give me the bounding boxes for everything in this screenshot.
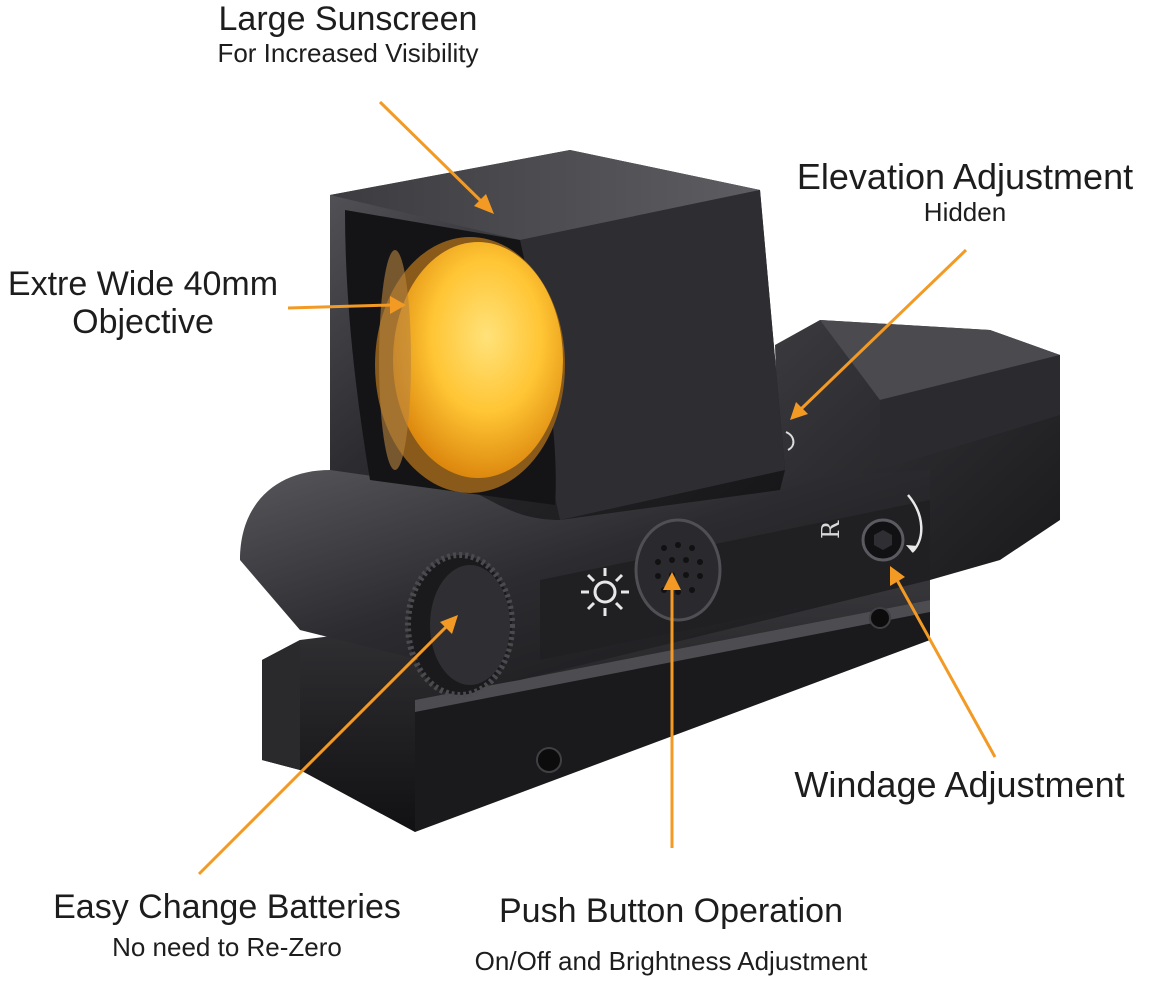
callout-subtitle: Hidden <box>923 197 1007 227</box>
callout-subtitle: For Increased Visibility <box>217 38 479 68</box>
callout-objective: Extre Wide 40mm Objective <box>0 265 286 341</box>
callout-push-button: Push Button Operation On/Off and Brightn… <box>440 892 902 976</box>
callout-windage: Windage Adjustment <box>772 765 1147 805</box>
objective-lens <box>345 210 565 505</box>
callout-title-line2: Objective <box>72 303 214 341</box>
engraved-letter: R <box>817 520 845 539</box>
arrow-sunscreen <box>378 100 486 206</box>
push-button-icon <box>634 518 722 622</box>
brightness-sun-icon <box>581 568 629 616</box>
hex-screw-icon <box>861 518 905 562</box>
arrow-objective <box>287 303 393 310</box>
callout-title-line1: Extre Wide 40mm <box>7 265 279 303</box>
battery-compartment-dial <box>405 552 515 698</box>
arrow-windage <box>895 579 997 758</box>
callout-title: Windage Adjustment <box>794 764 1125 805</box>
arrow-elevation <box>798 248 968 412</box>
callout-title: Easy Change Batteries <box>53 888 401 926</box>
callout-title: Push Button Operation <box>498 892 843 930</box>
callout-subtitle: On/Off and Brightness Adjustment <box>474 946 868 976</box>
callout-title: Elevation Adjustment <box>796 156 1134 197</box>
callout-batteries: Easy Change Batteries No need to Re-Zero <box>40 888 414 962</box>
arrow-batteries <box>197 623 450 876</box>
callout-title: Large Sunscreen <box>218 0 478 38</box>
elevation-marker-icon <box>785 431 795 451</box>
callout-sunscreen: Large Sunscreen For Increased Visibility <box>190 0 506 68</box>
callout-elevation: Elevation Adjustment Hidden <box>775 156 1155 228</box>
callout-subtitle: No need to Re-Zero <box>112 932 342 962</box>
callout-arrows <box>197 100 997 876</box>
